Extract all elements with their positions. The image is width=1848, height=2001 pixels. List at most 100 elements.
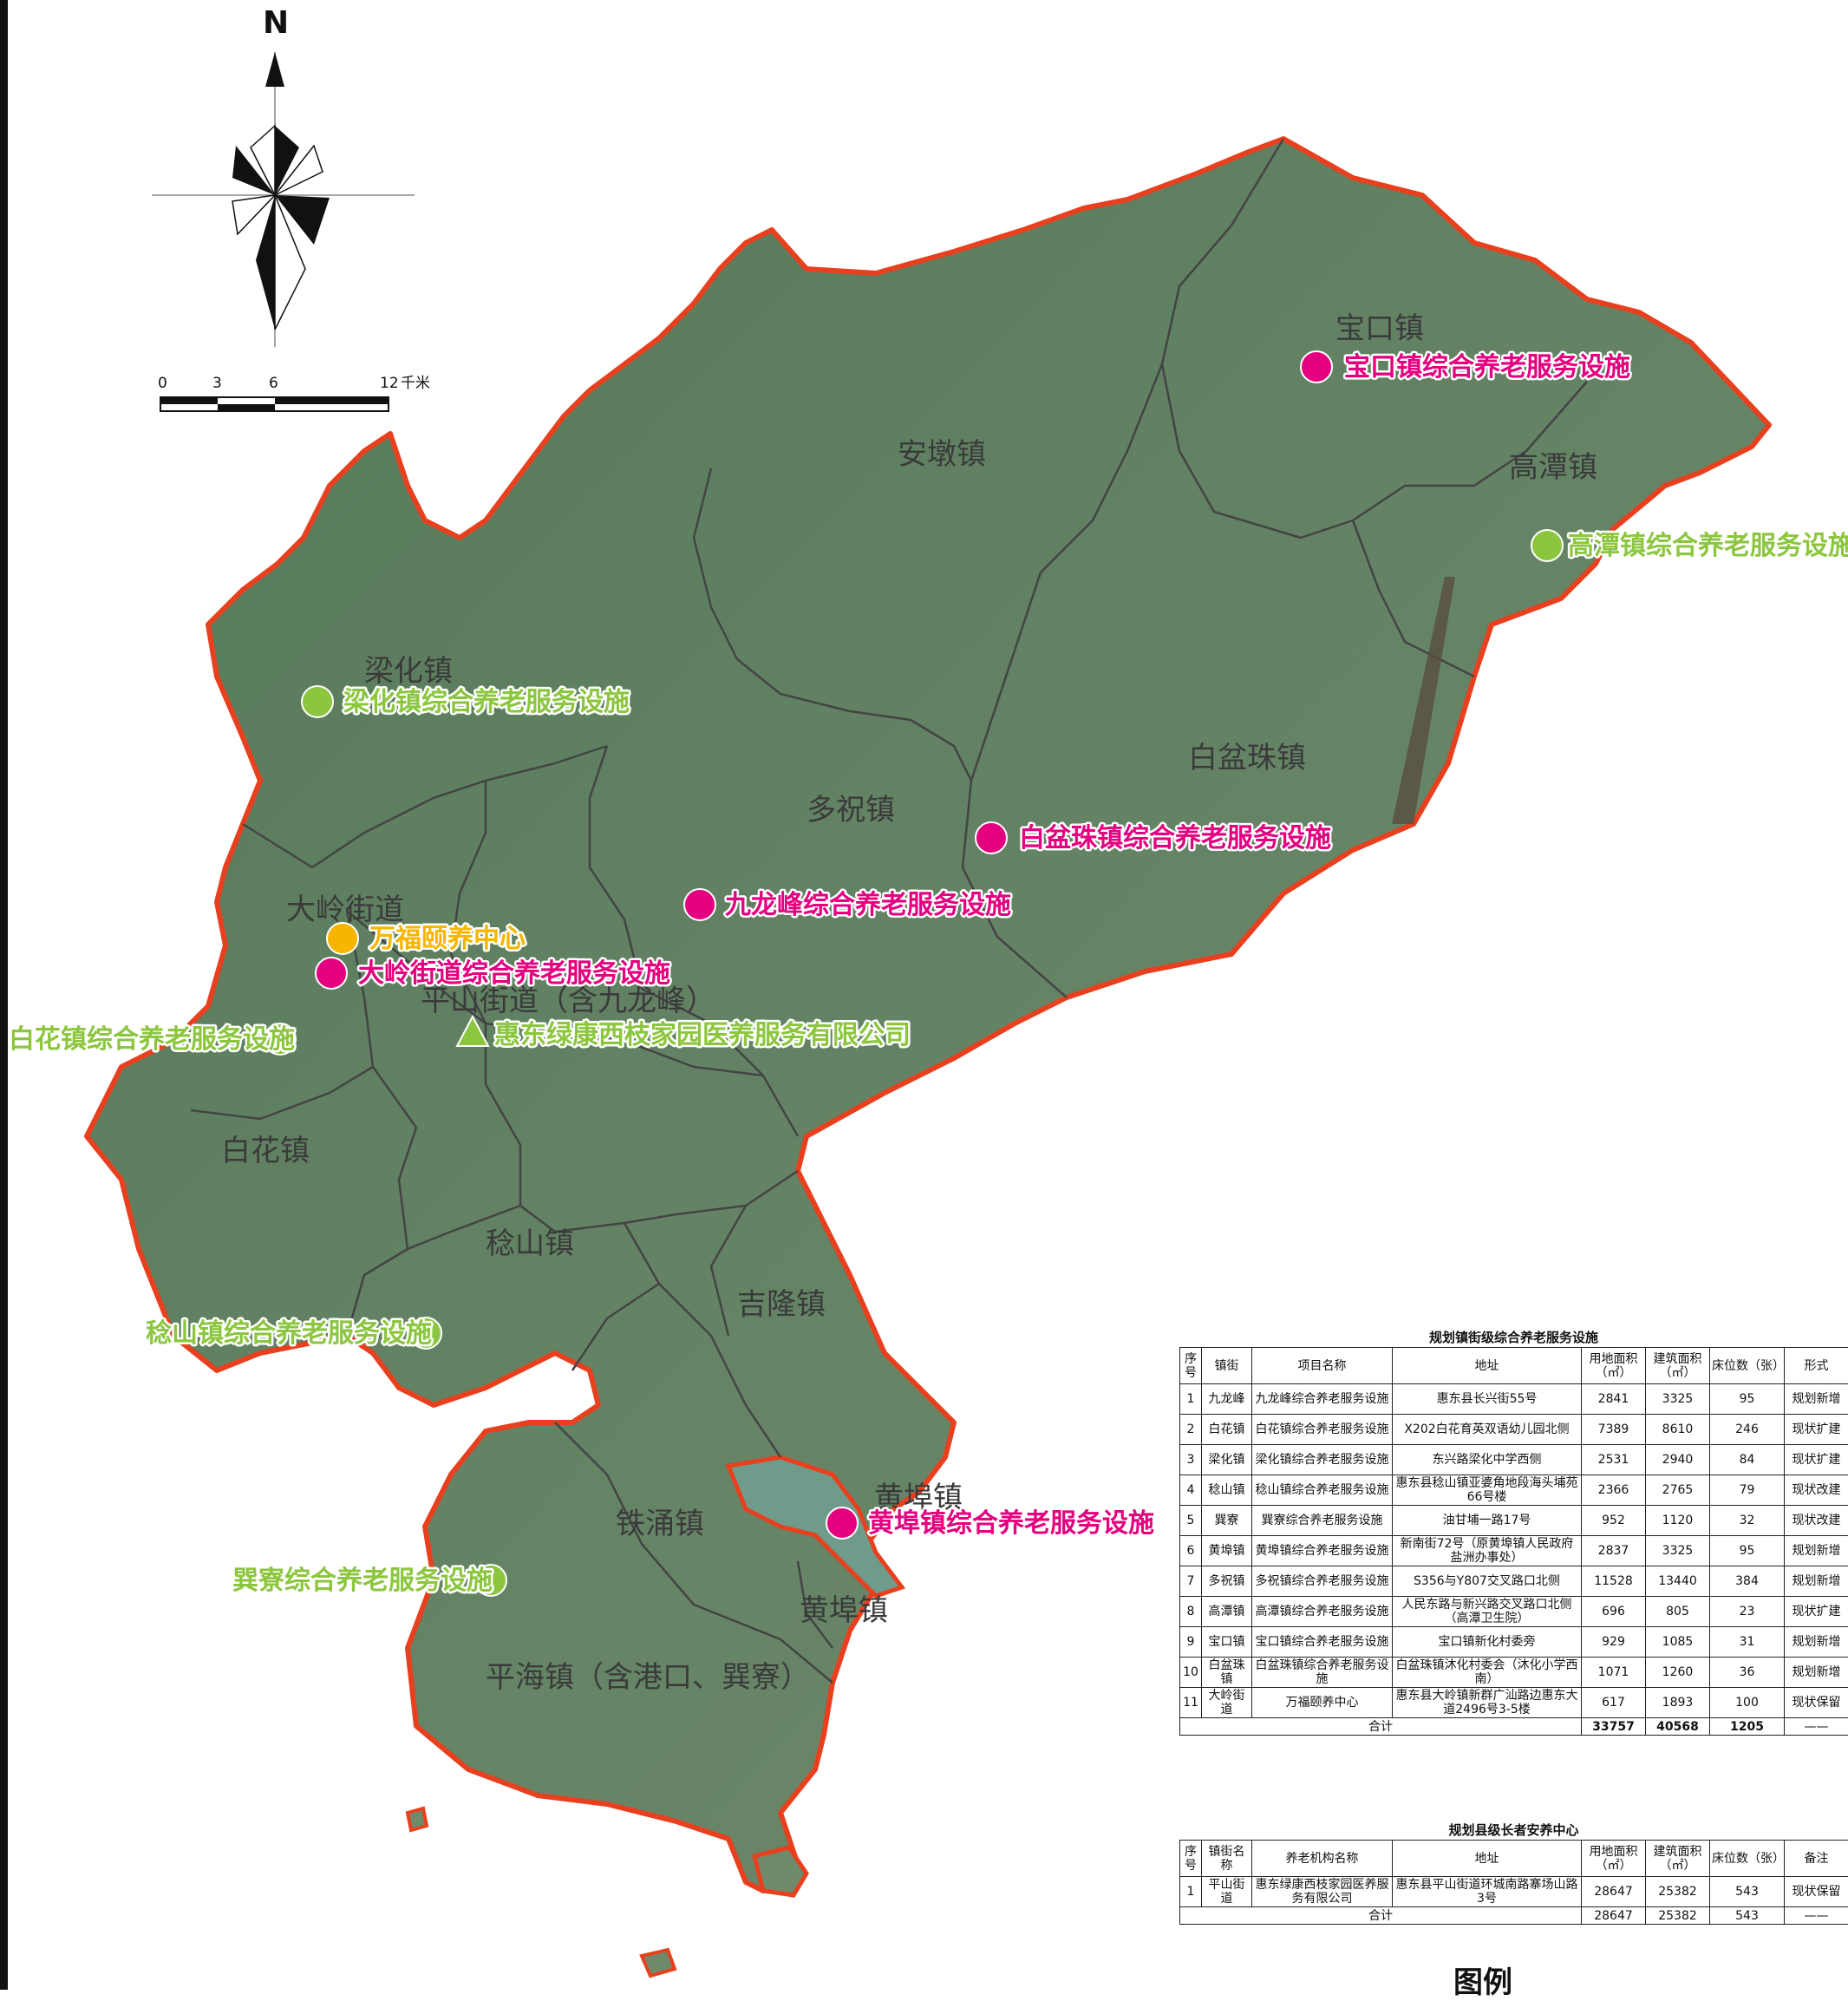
- table-cell: 惠东县平山街道环城南路寨场山路3号: [1393, 1877, 1582, 1907]
- facility-baipenzhu[interactable]: 白盆珠镇综合养老服务设施: [976, 822, 1331, 853]
- total-form: ——: [1785, 1718, 1848, 1736]
- table-cell: 黄埠镇: [1202, 1536, 1252, 1566]
- planned-facility-marker[interactable]: [976, 822, 1007, 853]
- table-cell: 白盆珠镇沐化村委会（沐化小学西南）: [1393, 1658, 1582, 1688]
- planned-facility-marker[interactable]: [316, 958, 347, 989]
- table-cell: 现状保留: [1785, 1688, 1848, 1718]
- table-cell: 惠东县长兴街55号: [1393, 1384, 1582, 1415]
- town-label: 宝口镇: [1335, 311, 1424, 346]
- table-cell: 1: [1180, 1384, 1202, 1415]
- col-header: 序号: [1180, 1348, 1202, 1384]
- table-county-center: 规划县级长者安养中心 序号 镇街名称 养老机构名称 地址 用地面积（㎡） 建筑面…: [1179, 1821, 1848, 1925]
- planned-facility-marker[interactable]: [826, 1507, 858, 1539]
- facility-daling[interactable]: 大岭街道综合养老服务设施: [316, 958, 670, 989]
- town-label: 大岭街道: [286, 893, 404, 927]
- col-header: 备注: [1785, 1841, 1848, 1877]
- table-cell: 多祝镇综合养老服务设施: [1252, 1566, 1393, 1597]
- table-header-row: 序号 镇街 项目名称 地址 用地面积（㎡） 建筑面积（㎡） 床位数（张） 形式: [1180, 1348, 1848, 1384]
- table-cell: 白盆珠镇: [1202, 1658, 1252, 1688]
- town-label: 白盆珠镇: [1188, 741, 1306, 775]
- facility-label: 大岭街道综合养老服务设施: [358, 958, 670, 989]
- table-cell: 952: [1582, 1506, 1646, 1536]
- facility-huangbu[interactable]: 黄埠镇综合养老服务设施: [826, 1507, 1154, 1539]
- table-cell: 人民东路与新兴路交叉路口北侧（高潭卫生院）: [1393, 1597, 1582, 1627]
- table-cell: X202白花育英双语幼儿园北侧: [1393, 1415, 1582, 1445]
- table-cell: 95: [1710, 1536, 1785, 1566]
- table-cell: 2837: [1582, 1536, 1646, 1566]
- table-cell: 惠东县大岭镇新群广汕路边惠东大道2496号3-5楼: [1393, 1688, 1582, 1718]
- scale-tick: 3: [212, 375, 222, 392]
- table-cell: 惠东县稔山镇亚婆角地段海头埔苑66号楼: [1393, 1475, 1582, 1506]
- planned-facility-marker[interactable]: [1301, 351, 1332, 383]
- facility-baokou[interactable]: 宝口镇综合养老服务设施: [1301, 351, 1630, 383]
- table-cell: 13440: [1646, 1566, 1710, 1597]
- existing-facility-marker[interactable]: [1531, 530, 1563, 561]
- scale-bar: 0 3 6 12 千米: [158, 375, 430, 411]
- table-cell: 现状扩建: [1785, 1445, 1848, 1475]
- table-cell: 东兴路梁化中学西侧: [1393, 1445, 1582, 1475]
- col-header: 用地面积（㎡）: [1582, 1841, 1646, 1877]
- total-beds: 543: [1710, 1907, 1785, 1925]
- town-label: 多祝镇: [806, 793, 895, 827]
- col-header: 镇街名称: [1202, 1841, 1252, 1877]
- total-form: ——: [1785, 1907, 1848, 1925]
- col-header: 地址: [1393, 1348, 1582, 1384]
- total-land: 33757: [1582, 1718, 1646, 1736]
- existing-facility-marker[interactable]: [302, 686, 333, 717]
- table-cell: 大岭街道: [1202, 1688, 1252, 1718]
- facility-lvkang[interactable]: 惠东绿康西枝家园医养服务有限公司: [457, 1017, 911, 1050]
- table-cell: 万福颐养中心: [1252, 1688, 1393, 1718]
- facility-label: 九龙峰综合养老服务设施: [725, 890, 1011, 920]
- table-cell: 稔山镇综合养老服务设施: [1252, 1475, 1393, 1506]
- table-cell: 9: [1180, 1627, 1202, 1658]
- planned-facility-marker[interactable]: [684, 889, 715, 920]
- table-title: 规划镇街级综合养老服务设施: [1179, 1328, 1848, 1347]
- table-cell: 31: [1710, 1627, 1785, 1658]
- facility-renshan[interactable]: 稔山镇综合养老服务设施: [146, 1318, 441, 1349]
- town-label: 平海镇（含港口、巽寮）: [486, 1660, 810, 1695]
- col-header: 用地面积（㎡）: [1582, 1348, 1646, 1384]
- town-label: 平山街道（含九龙峰）: [421, 984, 715, 1018]
- table-cell: 现状改建: [1785, 1506, 1848, 1536]
- table-cell: 现状扩建: [1785, 1415, 1848, 1445]
- table-cell: 84: [1710, 1445, 1785, 1475]
- table-cell: S356与Y807交叉路口北侧: [1393, 1566, 1582, 1597]
- total-building: 25382: [1646, 1907, 1710, 1925]
- table-cell: 白花镇综合养老服务设施: [1252, 1415, 1393, 1445]
- table-cell: 2531: [1582, 1445, 1646, 1475]
- col-header: 养老机构名称: [1252, 1841, 1393, 1877]
- total-label: 合计: [1180, 1907, 1582, 1925]
- table-cell: 929: [1582, 1627, 1646, 1658]
- facility-jiulongfeng[interactable]: 九龙峰综合养老服务设施: [684, 889, 1011, 920]
- facility-lianghua[interactable]: 梁化镇综合养老服务设施: [302, 686, 630, 717]
- town-label: 铁涌镇: [616, 1507, 704, 1541]
- facility-xunliao[interactable]: 巽寮综合养老服务设施: [232, 1565, 506, 1596]
- scale-unit: 千米: [401, 375, 430, 392]
- retained-facility-marker[interactable]: [327, 923, 358, 954]
- table-cell: 7389: [1582, 1415, 1646, 1445]
- facility-baihua[interactable]: 白花镇综合养老服务设施: [9, 1023, 296, 1055]
- scale-tick: 0: [158, 375, 167, 392]
- north-arrow: N: [152, 5, 415, 347]
- col-header: 建筑面积（㎡）: [1646, 1841, 1710, 1877]
- facility-gaotan[interactable]: 高潭镇综合养老服务设施: [1531, 530, 1848, 561]
- table-cell: 23: [1710, 1597, 1785, 1627]
- table-cell: 5: [1180, 1506, 1202, 1536]
- legend-title: 图例: [1453, 1958, 1512, 2001]
- table-cell: 1: [1180, 1877, 1202, 1907]
- table-cell: 617: [1582, 1688, 1646, 1718]
- table-total-row: 合计 28647 25382 543 ——: [1180, 1907, 1848, 1925]
- table-cell: 696: [1582, 1597, 1646, 1627]
- town-label: 高潭镇: [1509, 450, 1597, 485]
- facility-label: 梁化镇综合养老服务设施: [343, 687, 630, 717]
- col-header: 序号: [1180, 1841, 1202, 1877]
- table-cell: 6: [1180, 1536, 1202, 1566]
- table-cell: 高潭镇: [1202, 1597, 1252, 1627]
- table-cell: 白花镇: [1202, 1415, 1252, 1445]
- col-header: 建筑面积（㎡）: [1646, 1348, 1710, 1384]
- town-label: 梁化镇: [364, 654, 453, 689]
- north-label: N: [263, 5, 289, 41]
